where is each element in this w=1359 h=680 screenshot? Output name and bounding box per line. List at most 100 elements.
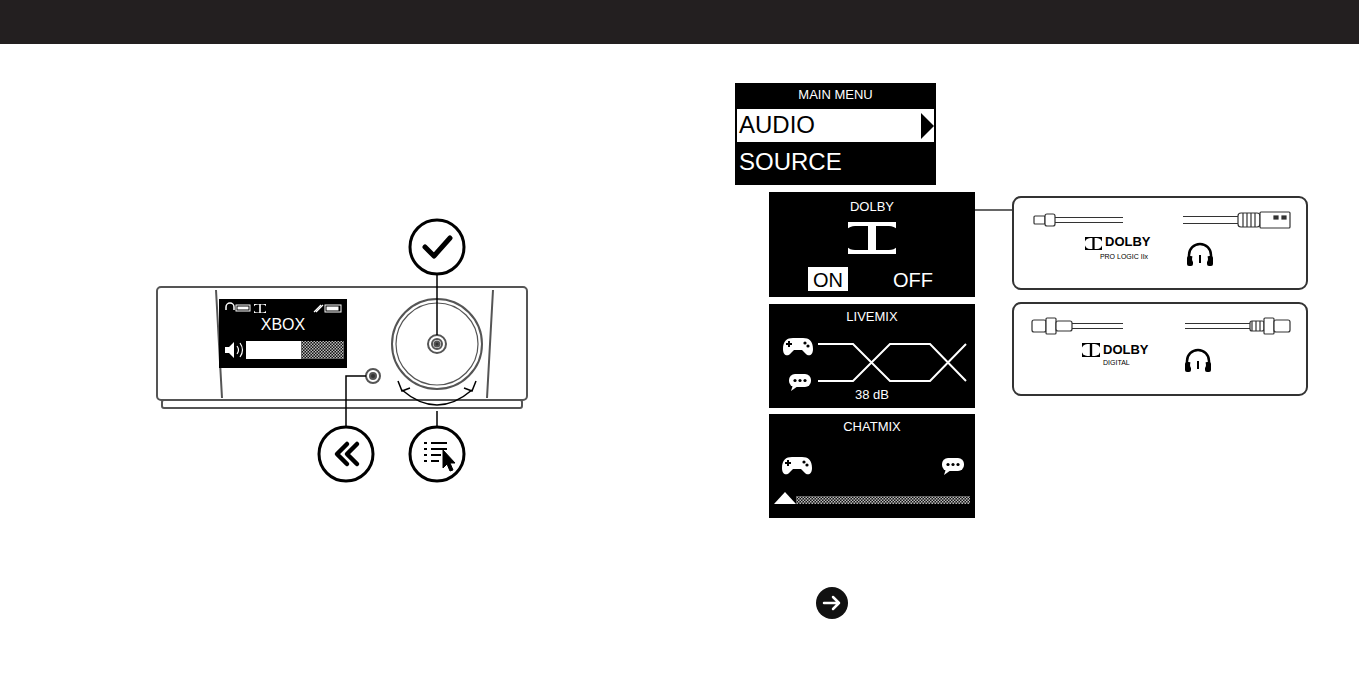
connection-panel: DOLBYPRO LOGIC IIx [1013,197,1307,289]
drawing-part [424,443,427,461]
drawing-part [337,444,357,464]
drawing-part [1032,212,1290,334]
header-bar [0,0,1359,44]
screen-text: LIVEMIX [769,310,975,324]
callouts [319,220,476,481]
drawing-part [432,339,442,349]
drawing-part [796,496,970,504]
chatmix-screen: CHATMIX [769,414,975,518]
drawing-part [1274,216,1278,219]
screen-text: DIGITAL [1103,359,1173,367]
drawing-part [301,341,344,359]
drawing-part [162,400,522,408]
drawing-part [816,587,848,619]
screen-text: 38 dB [769,388,975,402]
drawing-part [1085,238,1103,249]
drawing-part [789,374,811,391]
drawing-part [1282,216,1286,219]
screen-text: CHATMIX [769,420,975,434]
drawing-part [402,390,472,405]
drawing-part [436,274,438,335]
drawing-part [1045,214,1055,226]
drawing-part [1072,324,1123,329]
drawing-part [425,238,450,256]
drawing-part [254,305,267,313]
drawing-part [319,427,373,481]
dolby-screen: DOLBY ON OFF [769,192,975,297]
drawing-part [737,109,934,142]
drawing-part [157,287,527,400]
drawing-part [314,305,323,312]
drawing-part [346,376,366,427]
drawing-part [1034,216,1045,224]
drawing-part [1260,212,1290,228]
screen-text: DOLBY [769,200,975,214]
drawing-part [783,338,813,355]
drawing-part [942,458,964,475]
screen-text: OFF [873,269,953,291]
drawing-part [1264,318,1274,334]
drawing-part [1013,303,1307,395]
drawing-part [1046,318,1056,334]
drawing-part [325,305,341,312]
drawing-part [238,307,249,310]
menu-screens [735,83,975,518]
drawing-part [236,305,250,311]
drawing-part [366,369,380,383]
drawing-part [876,226,901,250]
drawing-part [1056,321,1072,331]
drawing-part [225,342,234,358]
drawing-part [1243,213,1255,227]
drawing-part [398,381,410,391]
screen-text: XBOX [220,316,346,334]
drawing-part [464,381,476,391]
menu-item: SOURCE [735,143,936,185]
screen-text: ON [808,269,848,291]
drawing-part [1032,320,1046,332]
drawing-part [1085,237,1102,250]
drawing-part [443,450,455,471]
drawing-part [824,597,839,609]
screen-text: AUDIO [739,112,915,138]
drawing-part [1250,321,1264,331]
connection-panels [1013,197,1307,395]
screen-text: PRO LOGIC IIx [1079,253,1169,261]
drawing-part [1055,218,1123,223]
drawing-part [428,335,446,353]
drawing-part [410,427,464,481]
device-illustration [157,287,527,408]
drawing-part [436,411,438,427]
screen-text: DOLBY [1103,343,1173,357]
drawing-part [782,457,812,474]
drawing-part [1081,344,1100,356]
drawing-part [1187,244,1213,266]
drawing-part [1183,217,1238,224]
drawing-part [237,343,243,357]
drawing-part [921,113,934,139]
drawing-part [818,344,966,381]
connection-panel: DOLBY DIGITAL [1013,303,1307,395]
connector-line [975,209,1013,211]
device-screen: XBOX [220,300,346,367]
drawing-part [220,300,346,367]
next-arrow [816,587,848,619]
menu-screen: MAIN MENU AUDIO SOURCE [735,83,936,185]
drawing-part [769,192,975,297]
drawing-part [1274,320,1290,332]
drawing-part [1185,324,1250,329]
drawing-part [216,290,493,398]
drawing-part [1252,321,1260,331]
drawing-part [370,373,376,379]
drawing-part [410,220,464,274]
drawing-part [769,304,975,408]
drawing-part [327,307,339,311]
drawing-part [808,267,848,291]
screen-text: SOURCE [739,149,929,175]
screen-text: MAIN MENU [735,88,936,102]
drawing-part [774,492,796,504]
drawing-part [254,304,266,313]
drawing-part [435,342,440,347]
